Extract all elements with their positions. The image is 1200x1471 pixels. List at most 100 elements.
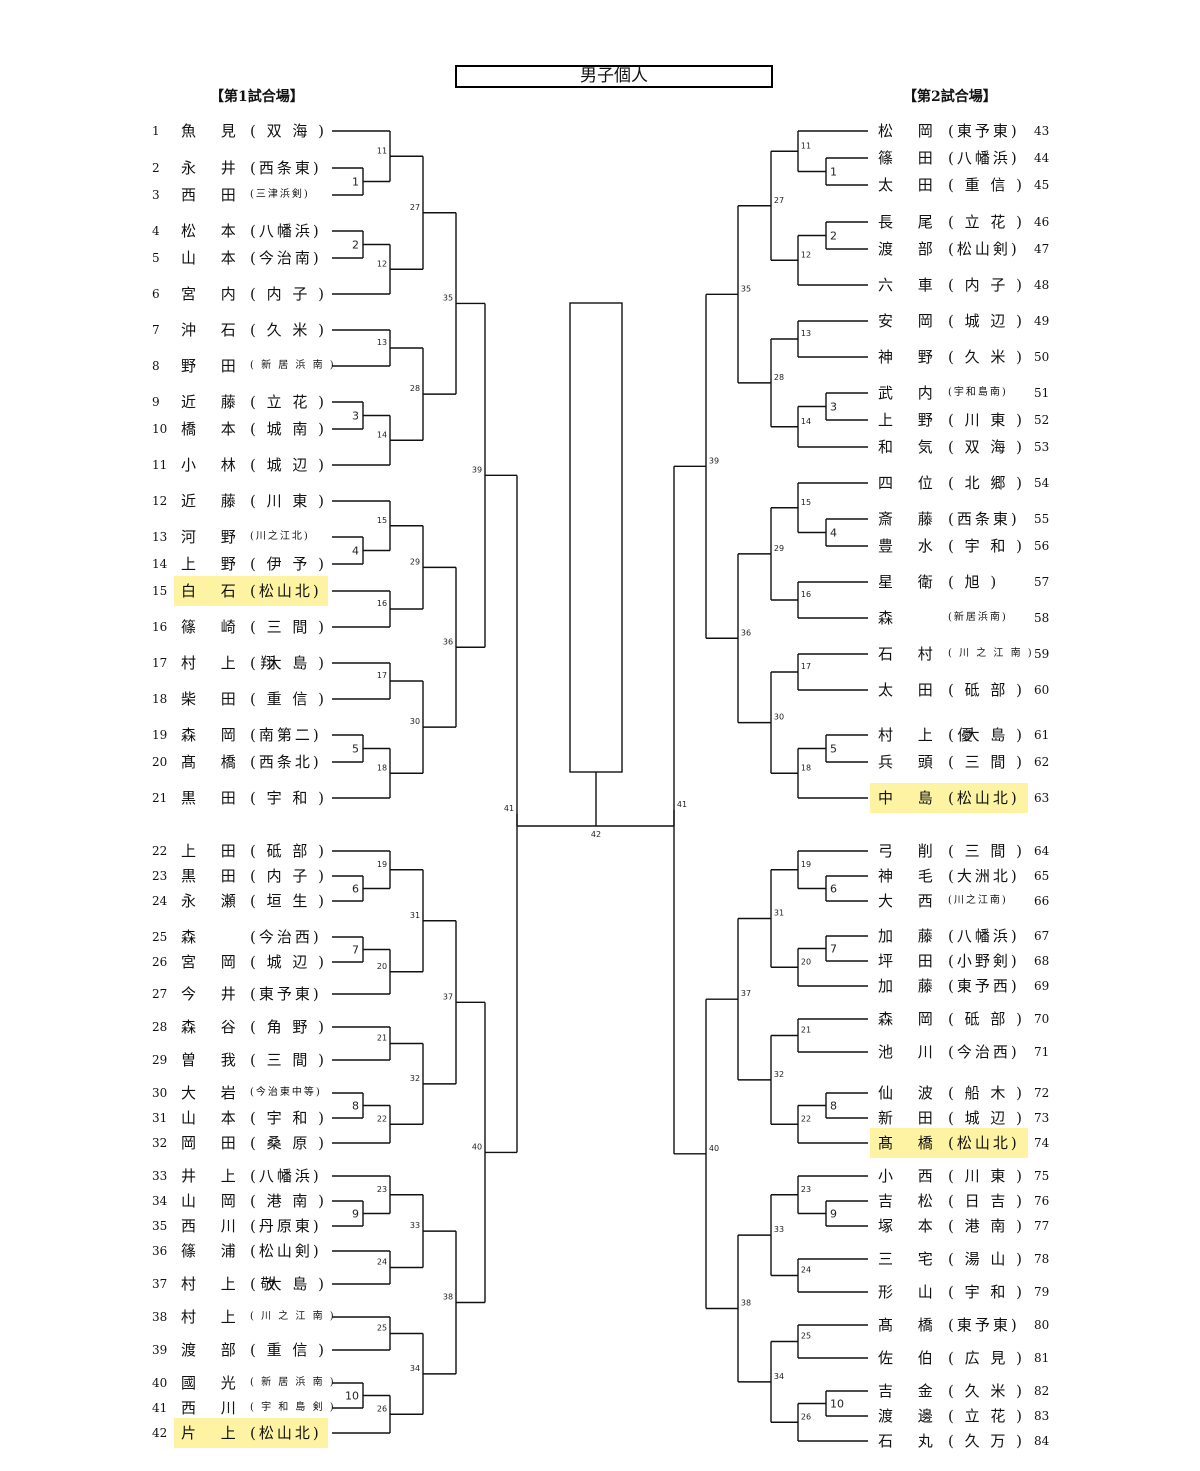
match-number: 10 bbox=[830, 1398, 844, 1411]
player-team: ( 三 間 ) bbox=[250, 618, 328, 636]
player-number: 66 bbox=[1034, 894, 1050, 908]
player-name: 池 川 bbox=[878, 1043, 943, 1061]
player-team: ( 城 辺 ) bbox=[948, 312, 1026, 330]
player-team: ( 桑 原 ) bbox=[250, 1134, 328, 1152]
player-name: 上 野 bbox=[181, 555, 246, 573]
match-number: 6 bbox=[352, 883, 359, 896]
player-name: 太 田 bbox=[878, 681, 943, 699]
player-name: 片 上 bbox=[181, 1424, 246, 1442]
player-number: 37 bbox=[152, 1277, 168, 1291]
player-name: 渡 邊 bbox=[878, 1407, 943, 1425]
player-team: (松山北) bbox=[948, 1134, 1020, 1152]
player-number: 35 bbox=[152, 1219, 168, 1233]
player-number: 29 bbox=[152, 1053, 168, 1067]
player-name: 長 尾 bbox=[878, 213, 943, 231]
player-number: 78 bbox=[1034, 1252, 1050, 1266]
match-number: 15 bbox=[377, 516, 387, 525]
player-team: (松山剣) bbox=[948, 240, 1020, 258]
player-number: 57 bbox=[1034, 575, 1050, 589]
player-number: 55 bbox=[1034, 512, 1050, 526]
player-number: 20 bbox=[152, 755, 168, 769]
player-name: 永 井 bbox=[181, 159, 246, 177]
player-name: 渡 部 bbox=[181, 1341, 246, 1359]
player-name: 塚 本 bbox=[878, 1217, 943, 1235]
player-number: 45 bbox=[1034, 178, 1050, 192]
player-number: 50 bbox=[1034, 350, 1050, 364]
player-name: 森 bbox=[181, 928, 207, 946]
player-number: 23 bbox=[152, 869, 168, 883]
match-number: 37 bbox=[443, 992, 453, 1001]
match-number: 21 bbox=[377, 1034, 387, 1043]
match-number: 7 bbox=[352, 944, 359, 957]
player-team: ( 川 東 ) bbox=[948, 411, 1026, 429]
player-team: (東予東) bbox=[250, 985, 322, 1003]
player-number: 39 bbox=[152, 1343, 168, 1357]
player-name: 魚 見 bbox=[181, 122, 246, 140]
player-team: ( 重 信 ) bbox=[948, 176, 1026, 194]
player-name: 加 藤 bbox=[878, 977, 943, 995]
player-name: 石 丸 bbox=[878, 1432, 943, 1450]
player-team: ( 船 木 ) bbox=[948, 1084, 1026, 1102]
player-name: 四 位 bbox=[878, 474, 943, 492]
match-number: 34 bbox=[774, 1372, 784, 1381]
player-name: 黒 田 bbox=[181, 867, 246, 885]
player-number: 8 bbox=[152, 359, 160, 373]
player-team: (松山剣) bbox=[250, 1242, 322, 1260]
player-team: ( 三 間 ) bbox=[948, 753, 1026, 771]
match-number: 17 bbox=[801, 662, 811, 671]
player-number: 73 bbox=[1034, 1111, 1050, 1125]
player-number: 3 bbox=[152, 188, 160, 202]
player-number: 60 bbox=[1034, 683, 1050, 697]
player-name: 仙 波 bbox=[878, 1084, 943, 1102]
player-number: 74 bbox=[1034, 1136, 1050, 1150]
player-team: ( 城 辺 ) bbox=[250, 456, 328, 474]
match-number: 23 bbox=[801, 1185, 811, 1194]
player-name: 村 上 敬 bbox=[181, 1275, 286, 1293]
player-name: 小 林 bbox=[181, 456, 246, 474]
match-number: 41 bbox=[504, 804, 514, 813]
player-name: 松 本 bbox=[181, 222, 246, 240]
player-number: 79 bbox=[1034, 1285, 1050, 1299]
match-number: 38 bbox=[741, 1299, 751, 1308]
player-number: 5 bbox=[152, 251, 160, 265]
player-number: 52 bbox=[1034, 413, 1050, 427]
player-name: 西 田 bbox=[181, 186, 246, 204]
player-name: 永 瀬 bbox=[181, 892, 246, 910]
match-number: 35 bbox=[443, 293, 453, 302]
player-name: 柴 田 bbox=[181, 690, 246, 708]
player-number: 49 bbox=[1034, 314, 1050, 328]
player-number: 69 bbox=[1034, 979, 1050, 993]
match-number: 3 bbox=[352, 410, 359, 423]
player-team: (小野剣) bbox=[948, 952, 1020, 970]
player-team: ( 宇 和 ) bbox=[250, 1109, 328, 1127]
player-team: ( 大 島 ) bbox=[250, 1275, 328, 1293]
player-name: 六 車 bbox=[878, 276, 943, 294]
player-team: ( 北 郷 ) bbox=[948, 474, 1026, 492]
player-number: 7 bbox=[152, 323, 160, 337]
player-team: ( 内 子 ) bbox=[250, 285, 328, 303]
player-name: 黒 田 bbox=[181, 789, 246, 807]
player-team: (今治南) bbox=[250, 249, 322, 267]
highlight-mark bbox=[870, 1128, 1028, 1158]
